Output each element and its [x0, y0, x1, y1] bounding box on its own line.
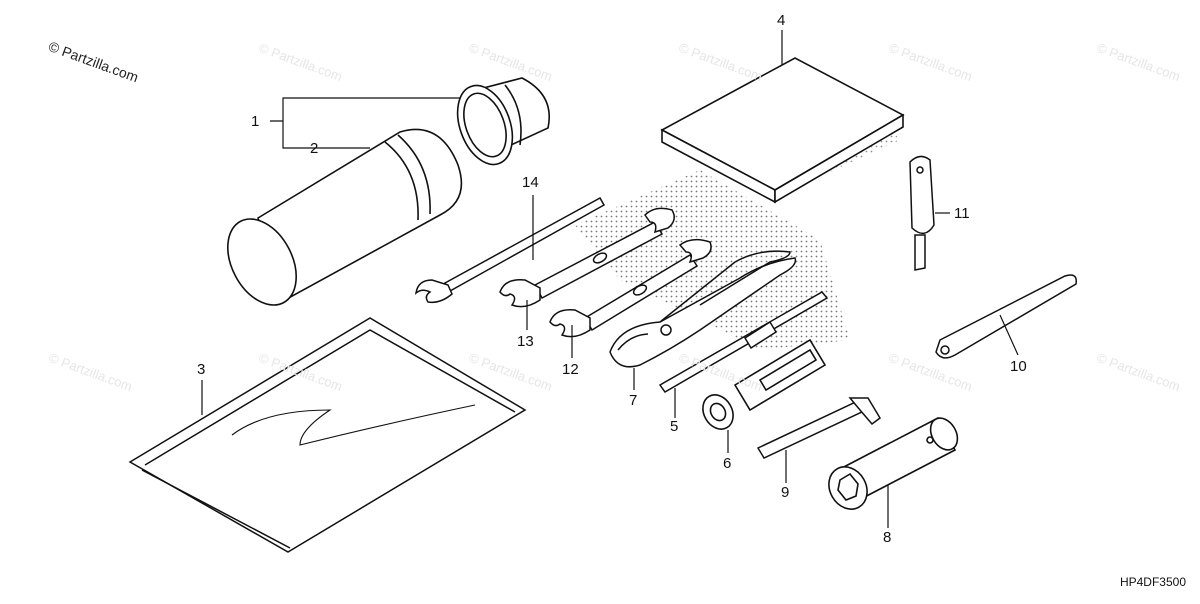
callout-8[interactable]: 8 — [883, 529, 892, 546]
callout-6[interactable]: 6 — [723, 455, 732, 472]
document-bag-icon[interactable] — [128, 317, 527, 553]
open-end-wrench-icon[interactable] — [499, 207, 675, 308]
callout-4[interactable]: 4 — [777, 12, 786, 29]
callout-3[interactable]: 3 — [197, 361, 206, 378]
open-end-wrench-icon[interactable] — [549, 238, 712, 338]
callout-11[interactable]: 11 — [954, 205, 970, 222]
hex-key-icon[interactable] — [756, 397, 881, 459]
manual-book-icon[interactable] — [660, 57, 905, 204]
tool-case-body-icon[interactable] — [214, 128, 463, 316]
tool-case-cap-icon[interactable] — [447, 77, 550, 172]
leader-lines — [201, 30, 1019, 528]
callout-12[interactable]: 12 — [562, 361, 579, 378]
pin-spanner-icon[interactable] — [935, 274, 1078, 359]
rod-wrench-icon[interactable] — [414, 196, 606, 304]
callout-7[interactable]: 7 — [629, 392, 638, 409]
spark-plug-wrench-icon[interactable] — [821, 413, 962, 516]
diagram-code: HP4DF3500 — [1119, 575, 1186, 589]
callout-1[interactable]: 1 — [251, 113, 260, 130]
callout-10[interactable]: 10 — [1010, 358, 1027, 375]
screwdriver-icon[interactable] — [658, 291, 829, 393]
screwdriver-grip-icon[interactable] — [909, 155, 935, 271]
callout-14[interactable]: 14 — [522, 174, 539, 191]
callout-9[interactable]: 9 — [781, 484, 790, 501]
callout-5[interactable]: 5 — [670, 418, 679, 435]
callout-2[interactable]: 2 — [310, 140, 319, 157]
callout-13[interactable]: 13 — [517, 333, 534, 350]
pliers-icon[interactable] — [609, 250, 797, 368]
socket-handle-icon[interactable] — [697, 338, 827, 435]
